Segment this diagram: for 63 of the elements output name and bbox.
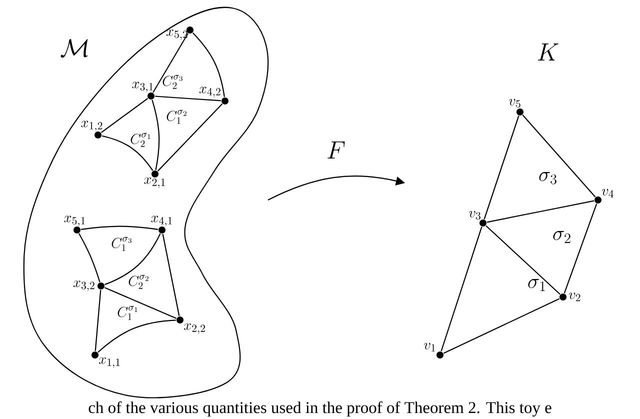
edge-line — [486, 200, 594, 223]
map-label: $F$ — [328, 142, 345, 158]
simplex-label: $\sigma_3$ — [539, 172, 556, 184]
edge-line — [80, 226, 158, 230]
vertex-point: $x_{1,1}$ — [92, 351, 120, 368]
node-label: $x_{5,1}$ — [64, 216, 85, 226]
edge-line — [94, 290, 102, 351]
vertex-point: $v_2$ — [560, 292, 580, 302]
node-label: $v_2$ — [568, 292, 580, 302]
node-label: $x_{2,2}$ — [184, 323, 205, 334]
edge-line — [100, 98, 148, 134]
node-label: $x_{3,2}$ — [73, 280, 94, 292]
cell-label: $C_2^{\sigma_1}$ — [130, 133, 150, 147]
node-label: $x_{4,2}$ — [199, 86, 220, 98]
edge-line — [486, 225, 560, 295]
cell-label: $C_1^{\sigma_1}$ — [118, 306, 138, 320]
edge-line — [155, 96, 221, 102]
cell-label: $C_2^{\sigma_2}$ — [128, 275, 148, 289]
node-label: $v_3$ — [469, 210, 480, 220]
edge-line — [192, 32, 225, 98]
vertex-point: $x_{3,1}$ — [132, 82, 154, 100]
node-label: $x_{3,1}$ — [132, 82, 153, 92]
cell-label: $C_1^{\sigma_2}$ — [166, 110, 186, 124]
edge-line — [98, 320, 176, 353]
edge-line — [152, 33, 188, 93]
vertex-point: $x_{5,1}$ — [64, 216, 85, 234]
vertex-point: $v_5$ — [509, 98, 524, 116]
edge-line — [78, 233, 100, 282]
cell-label: $C_1^{\sigma_3}$ — [112, 237, 132, 251]
edge-line — [104, 287, 176, 319]
vertex-point: $v_4$ — [594, 188, 614, 204]
node-label: $x_{5,2}$ — [166, 29, 188, 40]
vertex-point: $v_3$ — [469, 210, 486, 226]
vertex-point: $x_{5,2}$ — [166, 26, 194, 40]
node-label: $v_5$ — [509, 98, 520, 108]
vertex-point: $x_{4,2}$ — [199, 86, 228, 104]
vertex-point: $x_{1,2}$ — [81, 120, 102, 138]
caption: ch of the various quantities used in the proof of Theorem 2. This toy e — [88, 401, 552, 417]
simplex-label: $\sigma_2$ — [553, 230, 570, 243]
node-label: $x_{1,1}$ — [98, 357, 120, 368]
node-label: $v_4$ — [602, 188, 614, 198]
node-label: $x_{4,1}$ — [151, 216, 172, 226]
edge-line — [522, 114, 596, 198]
vertex-point: $x_{4,1}$ — [151, 216, 172, 234]
edge-line — [102, 135, 154, 171]
cell-label: $C_2^{\sigma_3}$ — [162, 75, 183, 89]
vertex-point: $v_1$ — [424, 342, 444, 358]
node-label: $v_1$ — [424, 342, 436, 352]
vertex-point: $x_{2,2}$ — [176, 316, 205, 334]
edge-line — [162, 234, 180, 316]
complex-label: $K$ — [538, 44, 558, 60]
edge-line — [440, 226, 482, 352]
edge-line — [443, 298, 560, 354]
edge-line — [152, 100, 160, 170]
node-label: $x_{2,1}$ — [144, 177, 165, 188]
vertex-point: $x_{3,2}$ — [73, 280, 104, 292]
edge-line — [484, 116, 520, 220]
edge-line — [157, 104, 223, 172]
simplex-label: $\sigma_1$ — [528, 278, 545, 291]
edge-line — [104, 233, 161, 286]
edge-line — [564, 204, 598, 294]
node-label: $x_{1,2}$ — [81, 120, 102, 132]
vertex-point: $x_{2,1}$ — [144, 170, 165, 188]
